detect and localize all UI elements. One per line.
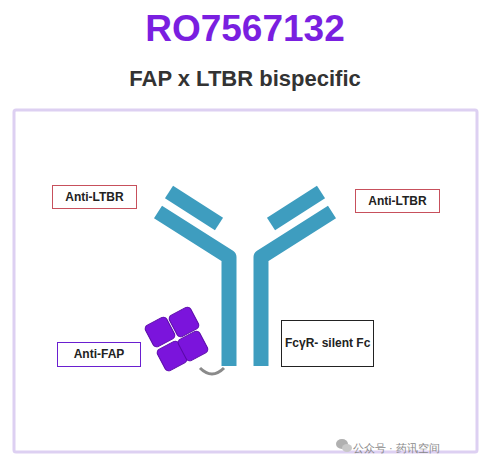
light-chain — [271, 192, 321, 224]
wechat-icon — [336, 439, 352, 452]
fap-binder — [144, 306, 209, 372]
domain — [177, 330, 209, 362]
figure-title: RO7567132 — [0, 8, 490, 50]
bubble — [342, 444, 352, 452]
subtitle: FAP x LTBR bispecific — [0, 66, 490, 92]
box-text: FcγR- silent Fc — [285, 336, 370, 351]
box-text: Anti-FAP — [74, 347, 125, 362]
box-text: Anti-LTBR — [65, 190, 123, 205]
linker — [200, 368, 224, 374]
box-text: Anti-LTBR — [368, 194, 426, 209]
light-chain — [169, 192, 219, 224]
frame — [14, 110, 477, 452]
domain-label: FcγR- silent Fc — [281, 320, 374, 367]
domain-label: Anti-LTBR — [52, 185, 137, 209]
domain-label: Anti-FAP — [57, 342, 141, 367]
heavy-chain — [158, 212, 229, 366]
watermark: 公众号 · 药讯空间 — [353, 441, 440, 456]
domain-label: Anti-LTBR — [355, 189, 440, 213]
